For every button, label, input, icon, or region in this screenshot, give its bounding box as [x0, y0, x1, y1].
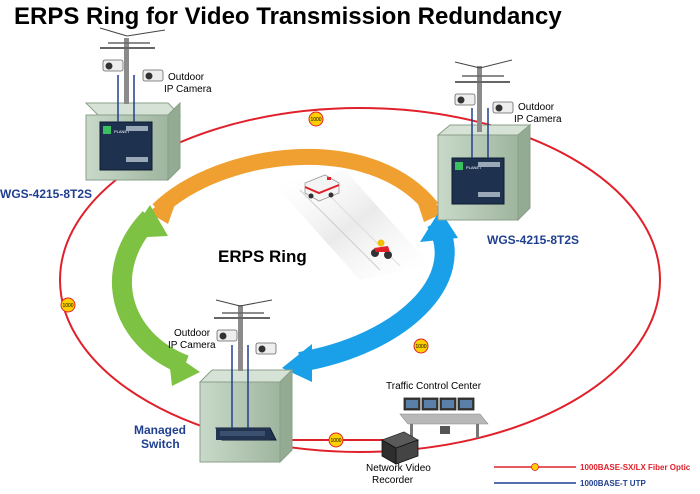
- switch-label-left: WGS-4215-8T2S: [0, 187, 92, 201]
- nvr-label-line1: Network Video: [366, 463, 431, 474]
- svg-text:PLANET: PLANET: [466, 165, 482, 170]
- camera-icon: [142, 69, 164, 82]
- cabinet-bottom: [198, 368, 294, 464]
- legend-fiber: 1000BASE-SX/LX Fiber Optic: [580, 463, 691, 472]
- legend-utp: 1000BASE-T UTP: [580, 479, 646, 488]
- camera-icon: [102, 59, 124, 72]
- nvr-label-line2: Recorder: [372, 475, 414, 486]
- camera-pole-left: [99, 27, 166, 122]
- ring-arrow-right-head-top: [420, 210, 458, 242]
- camera-icon: [492, 101, 514, 114]
- ring-arrow-left: [112, 211, 189, 375]
- switch-device-right: PLANET: [451, 157, 505, 205]
- ring-arrow-right: [298, 216, 455, 372]
- camera-icon: [255, 342, 277, 355]
- switch-device-left: PLANET: [99, 121, 153, 171]
- camera-pole-bottom: [214, 299, 273, 428]
- svg-text:1000: 1000: [330, 438, 341, 444]
- ring-label: ERPS Ring: [218, 247, 307, 266]
- camera-label-line1: Outdoor: [518, 102, 555, 113]
- managed-switch-label-line2: Switch: [141, 437, 180, 451]
- camera-label-line1: Outdoor: [168, 72, 205, 83]
- ring-arrow-right-head-bottom: [282, 344, 312, 382]
- camera-icon: [216, 329, 238, 342]
- ring-arrow-left-head-bottom: [168, 350, 200, 386]
- fiber-ring: [59, 107, 661, 453]
- camera-label-line1: Outdoor: [174, 328, 211, 339]
- link-badge-left: 1000: [60, 297, 76, 313]
- ring-arrow-left-head-top: [128, 205, 168, 238]
- svg-text:1000: 1000: [62, 303, 73, 309]
- camera-label-line2: IP Camera: [164, 84, 212, 95]
- svg-text:PLANET: PLANET: [114, 129, 130, 134]
- switch-label-right: WGS-4215-8T2S: [487, 233, 579, 247]
- nvr-icon: [381, 431, 419, 465]
- ring-arrow-top: [152, 148, 439, 216]
- managed-switch-label-line1: Managed: [134, 423, 186, 437]
- ambulance-icon: [304, 174, 340, 202]
- link-badge-right: 1000: [413, 338, 429, 354]
- motorcycle-icon: [371, 239, 392, 259]
- camera-label-line2: IP Camera: [514, 114, 562, 125]
- page-title: ERPS Ring for Video Transmission Redunda…: [14, 3, 562, 30]
- managed-switch-device: [215, 427, 277, 441]
- camera-label-line2: IP Camera: [168, 340, 216, 351]
- svg-text:1000: 1000: [415, 344, 426, 350]
- svg-text:1000: 1000: [310, 117, 321, 123]
- traffic-center-label: Traffic Control Center: [386, 381, 482, 392]
- camera-pole-right: [454, 59, 513, 158]
- link-badge-nvr: 1000: [328, 432, 344, 448]
- legend: 1000BASE-SX/LX Fiber Optic 1000BASE-T UT…: [494, 463, 691, 488]
- camera-icon: [454, 93, 476, 106]
- control-desk-icon: [399, 397, 489, 438]
- link-badge-top: 1000: [308, 111, 324, 127]
